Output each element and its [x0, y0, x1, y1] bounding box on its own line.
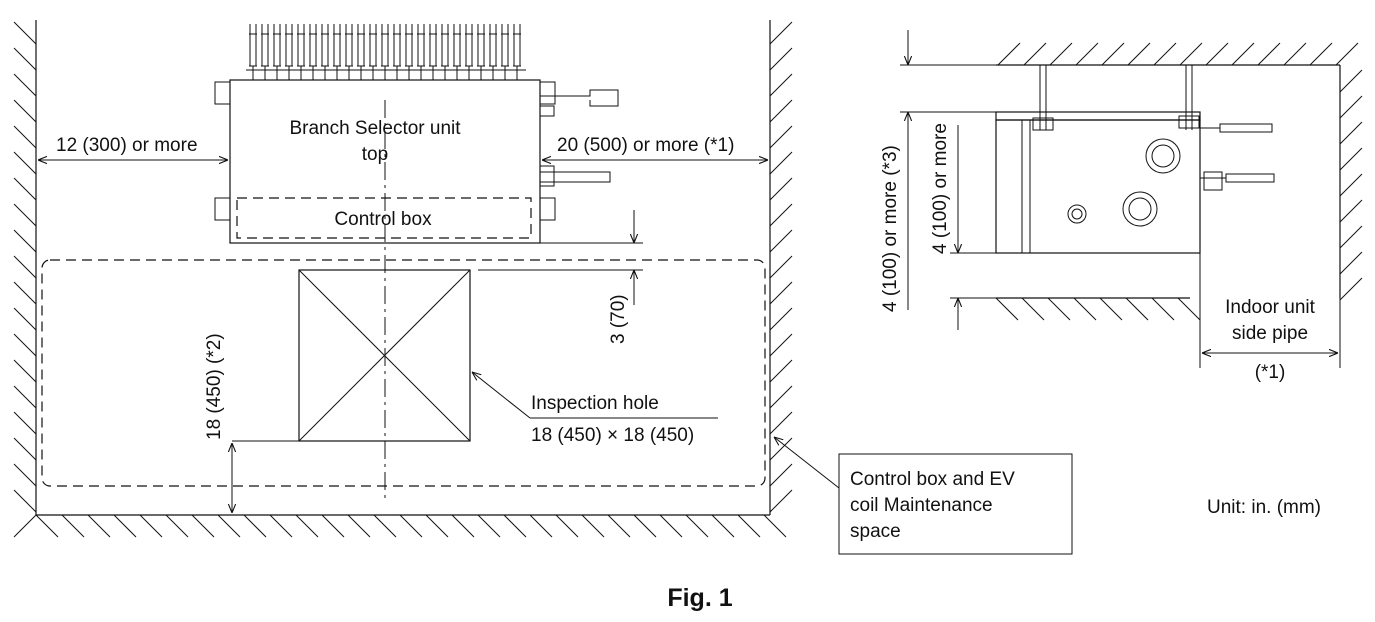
side-pipe-dimension	[1199, 253, 1341, 368]
left-wall	[13, 20, 37, 515]
hanger-bolts	[1032, 65, 1200, 131]
maintenance-depth-label: 18 (450) (*2)	[204, 333, 225, 440]
gap-dimension	[478, 210, 643, 305]
callout-line1: Control box and EV	[850, 469, 1015, 490]
left-view: Branch Selector unit top Control box 12 …	[13, 20, 793, 538]
callout-line2: coil Maintenance	[850, 495, 993, 516]
inspection-hole	[298, 269, 471, 442]
bottom-clearance-dimension	[950, 125, 996, 330]
side-pipe-label-line1: Indoor unit	[1225, 297, 1316, 318]
maintenance-depth-dimension	[232, 440, 299, 513]
inspection-hole-leader	[472, 372, 718, 419]
ceiling-slab	[996, 42, 1359, 66]
unit-note: Unit: in. (mm)	[1207, 497, 1321, 518]
callout-line3: space	[850, 521, 901, 542]
inspection-hole-size: 18 (450) × 18 (450)	[531, 425, 694, 446]
side-pipe-note: (*1)	[1255, 362, 1286, 383]
branch-selector-unit	[214, 79, 619, 244]
inspection-hole-label: Inspection hole	[531, 393, 659, 414]
top-clearance-dimension	[900, 30, 996, 310]
right-view: 4 (100) or more (*3) 4 (100) or more Ind…	[880, 30, 1363, 383]
bottom-clearance-label: 4 (100) or more	[930, 123, 951, 254]
side-wall	[1339, 65, 1363, 301]
unit-title-line1: Branch Selector unit	[289, 118, 461, 139]
gap-dimension-label: 3 (70)	[608, 294, 629, 344]
control-box-label: Control box	[334, 209, 432, 230]
figure-caption: Fig. 1	[667, 584, 732, 612]
unit-side-view	[995, 111, 1275, 254]
unit-pipe-rack	[246, 24, 526, 80]
maintenance-callout: Control box and EV coil Maintenance spac…	[774, 437, 1073, 555]
top-clearance-label: 4 (100) or more (*3)	[880, 145, 901, 312]
right-clearance-label: 20 (500) or more (*1)	[557, 135, 734, 156]
unit-title-line2: top	[362, 144, 388, 165]
floor-wall	[13, 514, 787, 538]
side-pipe-label-line2: side pipe	[1232, 323, 1308, 344]
right-wall	[769, 20, 793, 515]
left-clearance-label: 12 (300) or more	[56, 135, 198, 156]
maintenance-space	[41, 259, 766, 487]
ceiling-board	[995, 297, 1201, 321]
